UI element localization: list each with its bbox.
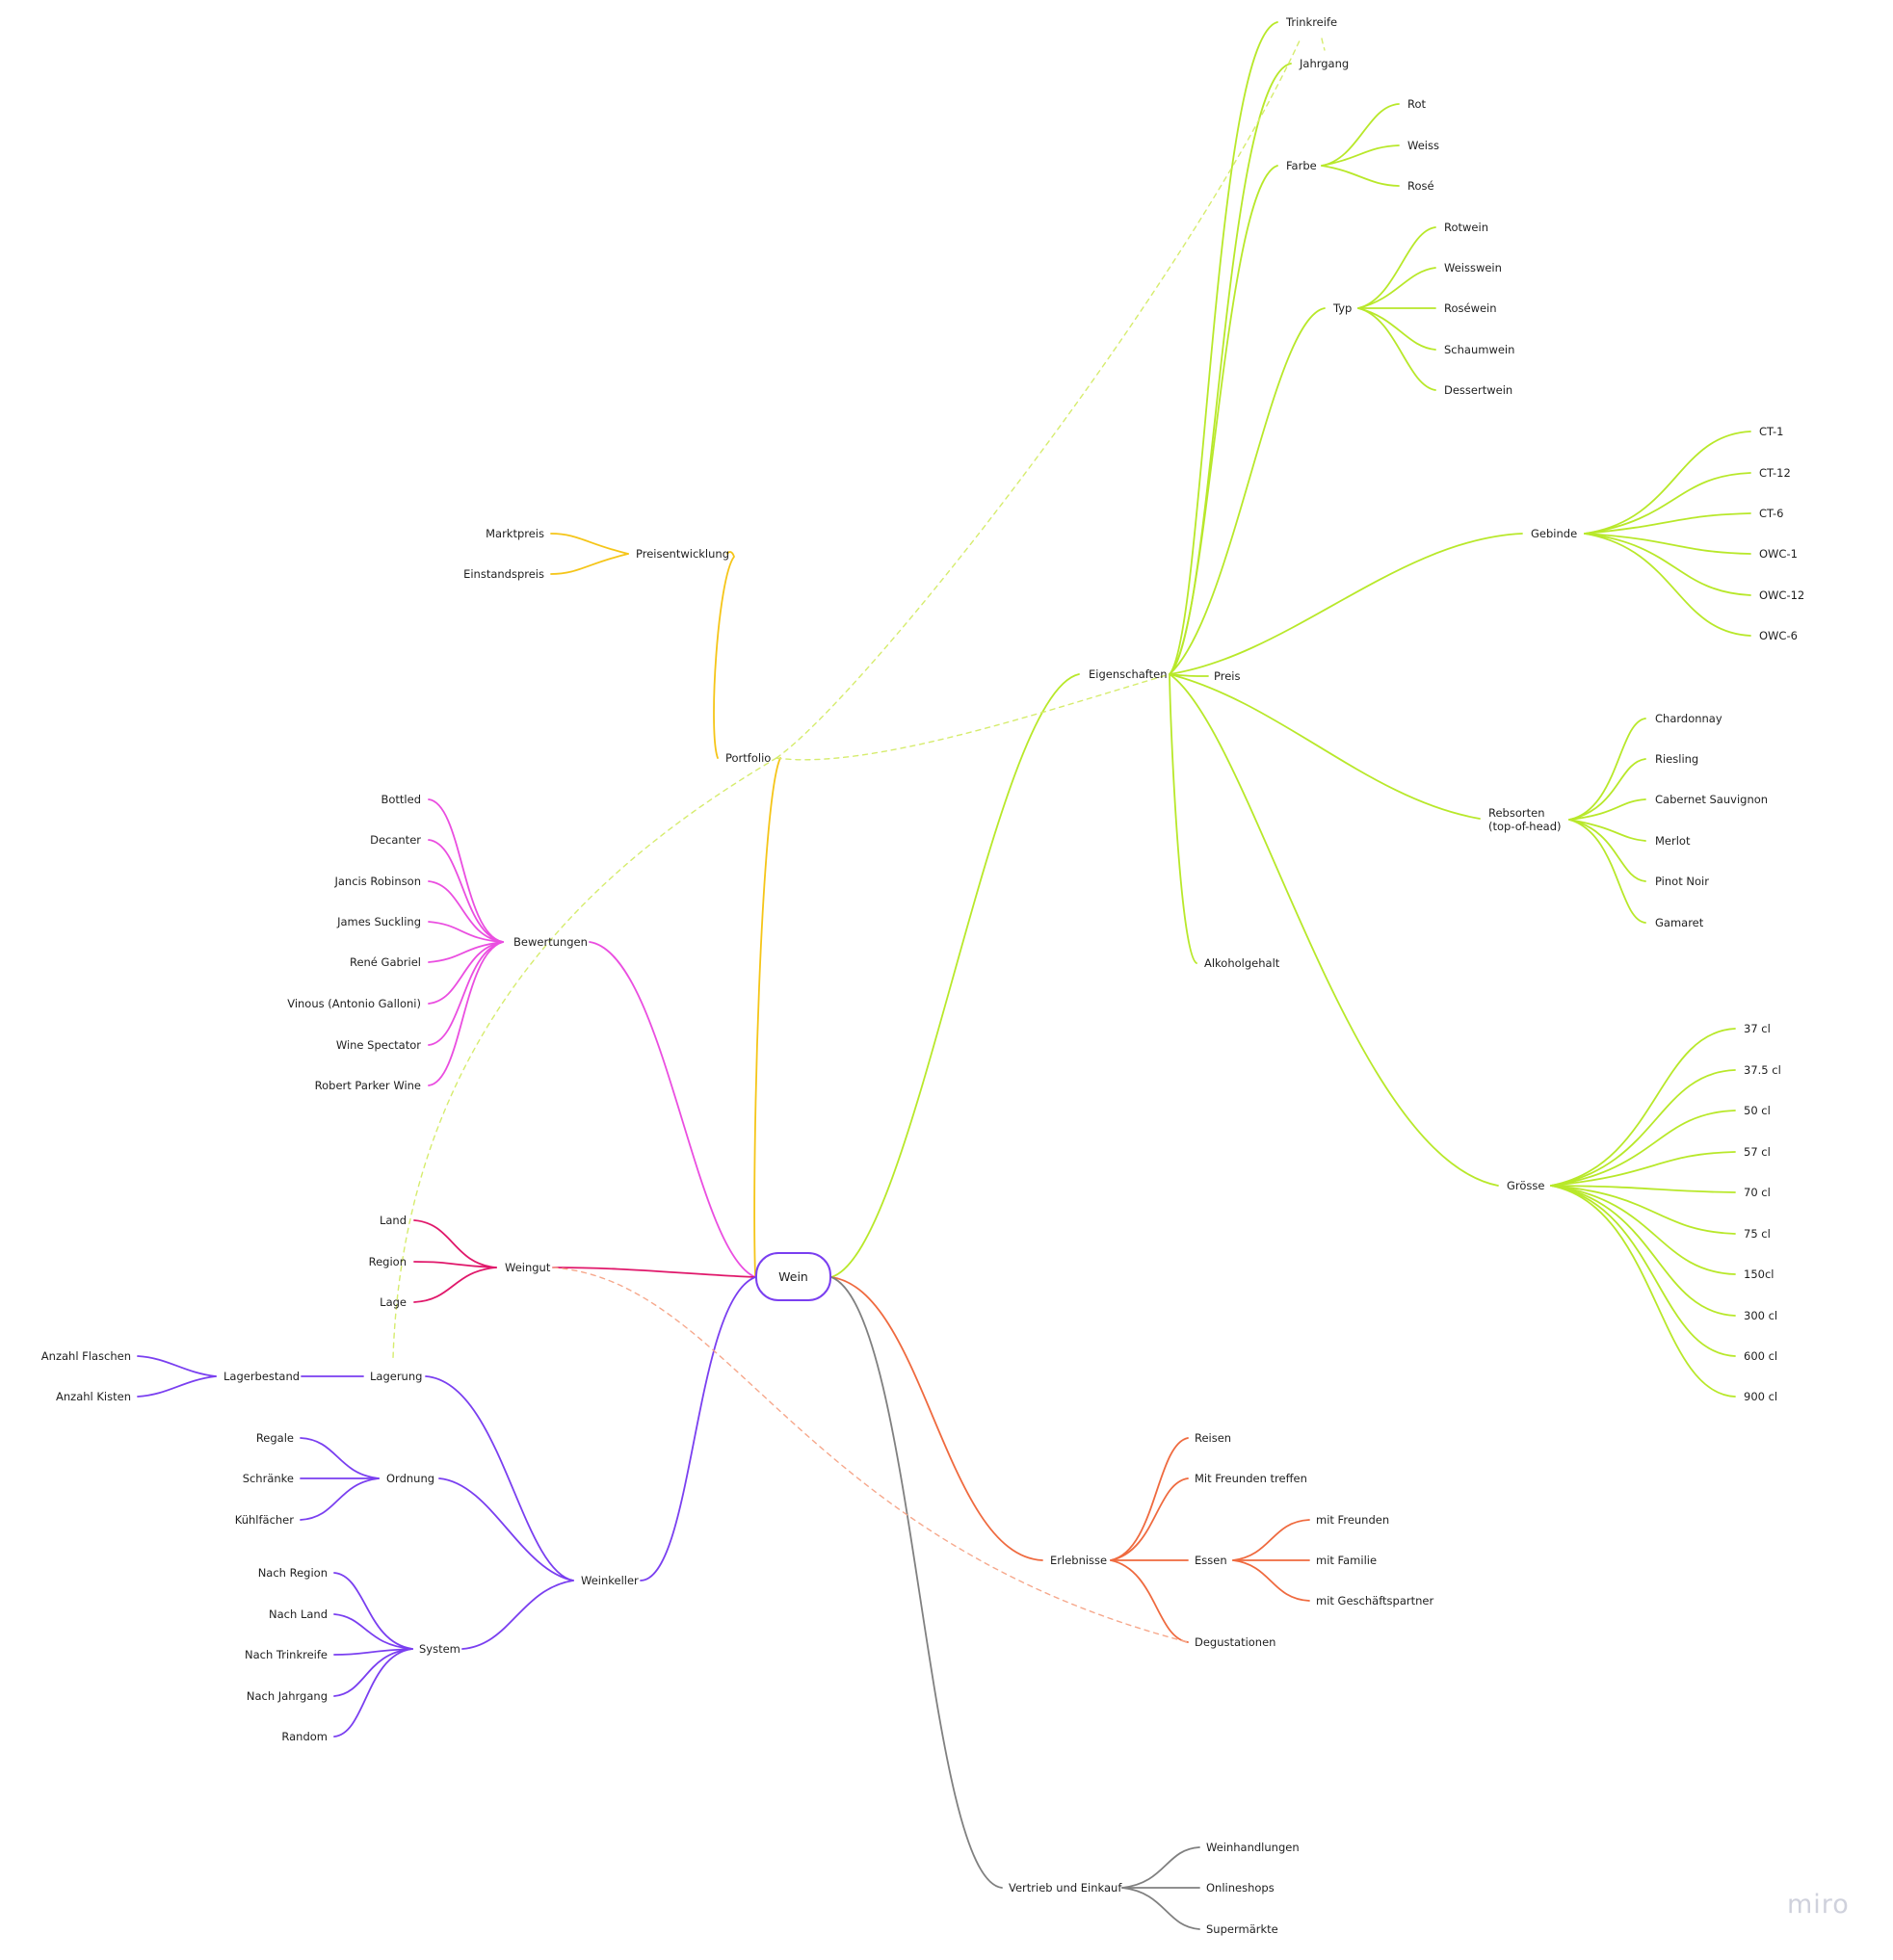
node-bewertungen-item[interactable]: Wine Spectator xyxy=(335,1038,421,1052)
node-bewertungen-item[interactable]: Jancis Robinson xyxy=(334,875,421,888)
node-bewertungen-item[interactable]: Decanter xyxy=(370,833,421,847)
node-vertrieb-item[interactable]: Onlineshops xyxy=(1206,1881,1275,1895)
node-system[interactable]: System xyxy=(419,1642,460,1656)
erlebnisse-connectors xyxy=(830,1276,1310,1643)
node-farbe-item[interactable]: Rot xyxy=(1407,97,1427,111)
node-gebinde-item[interactable]: CT-1 xyxy=(1759,425,1784,438)
portfolio-connectors xyxy=(550,533,781,1278)
node-rebsorten-item[interactable]: Riesling xyxy=(1655,752,1699,766)
node-groesse-item[interactable]: 600 cl xyxy=(1744,1349,1778,1363)
node-groesse[interactable]: Grösse xyxy=(1507,1179,1545,1192)
node-ordnung-item[interactable]: Schränke xyxy=(242,1472,294,1485)
node-groesse-item[interactable]: 50 cl xyxy=(1744,1104,1771,1117)
node-typ-item[interactable]: Rotwein xyxy=(1444,221,1488,234)
node-degustationen[interactable]: Degustationen xyxy=(1195,1635,1276,1649)
node-groesse-item[interactable]: 300 cl xyxy=(1744,1309,1778,1322)
node-rebsorten-item[interactable]: Gamaret xyxy=(1655,916,1704,929)
node-preis[interactable]: Preis xyxy=(1214,669,1241,683)
node-groesse-item[interactable]: 900 cl xyxy=(1744,1390,1778,1403)
node-eigenschaften[interactable]: Eigenschaften xyxy=(1089,667,1168,681)
node-system-item[interactable]: Nach Trinkreife xyxy=(245,1648,328,1661)
vertrieb-connectors xyxy=(830,1276,1200,1930)
bewertungen-connectors xyxy=(428,798,756,1278)
node-lagerbestand-item[interactable]: Anzahl Kisten xyxy=(56,1390,131,1403)
node-ordnung[interactable]: Ordnung xyxy=(386,1472,435,1485)
node-typ-item[interactable]: Roséwein xyxy=(1444,301,1497,315)
node-ordnung-item[interactable]: Kühlfächer xyxy=(234,1513,294,1527)
node-bewertungen-item[interactable]: René Gabriel xyxy=(349,955,421,969)
node-farbe-item[interactable]: Rosé xyxy=(1407,179,1434,193)
node-farbe-item[interactable]: Weiss xyxy=(1407,139,1439,152)
node-rebsorten-item[interactable]: Merlot xyxy=(1655,834,1691,848)
miro-logo: miro xyxy=(1787,1890,1850,1920)
node-gebinde-item[interactable]: OWC-1 xyxy=(1759,547,1798,561)
node-trinkreife[interactable]: Trinkreife xyxy=(1286,15,1338,29)
node-gebinde-item[interactable]: OWC-6 xyxy=(1759,629,1798,642)
node-typ[interactable]: Typ xyxy=(1333,301,1353,315)
node-lagerbestand-item[interactable]: Anzahl Flaschen xyxy=(40,1349,131,1363)
node-weingut[interactable]: Weingut xyxy=(505,1261,551,1274)
node-jahrgang[interactable]: Jahrgang xyxy=(1300,57,1350,70)
node-system-item[interactable]: Nach Region xyxy=(257,1566,328,1580)
node-weingut-item[interactable]: Land xyxy=(379,1214,407,1227)
node-vertrieb[interactable]: Vertrieb und Einkauf xyxy=(1009,1881,1122,1895)
node-system-item[interactable]: Nach Land xyxy=(269,1607,328,1621)
node-system-item[interactable]: Random xyxy=(281,1730,328,1743)
node-essen-item[interactable]: mit Geschäftspartner xyxy=(1316,1594,1434,1607)
node-rebsorten-item[interactable]: Chardonnay xyxy=(1655,712,1722,725)
node-groesse-item[interactable]: 57 cl xyxy=(1744,1145,1771,1159)
node-bewertungen-item[interactable]: Bottled xyxy=(381,793,421,806)
node-vertrieb-item[interactable]: Weinhandlungen xyxy=(1206,1841,1300,1854)
node-lagerbestand[interactable]: Lagerbestand xyxy=(223,1370,301,1383)
node-typ-item[interactable]: Schaumwein xyxy=(1444,343,1515,356)
node-bewertungen-item[interactable]: James Suckling xyxy=(337,915,421,928)
node-reisen[interactable]: Reisen xyxy=(1195,1431,1232,1445)
node-bewertungen-item[interactable]: Vinous (Antonio Galloni) xyxy=(287,997,421,1010)
node-typ-item[interactable]: Dessertwein xyxy=(1444,383,1513,397)
node-gebinde-item[interactable]: CT-6 xyxy=(1759,507,1784,520)
weinkeller-connectors xyxy=(137,1276,756,1738)
node-groesse-item[interactable]: 150cl xyxy=(1744,1267,1775,1281)
node-bewertungen-item[interactable]: Robert Parker Wine xyxy=(314,1079,421,1092)
node-vertrieb-item[interactable]: Supermärkte xyxy=(1206,1922,1278,1936)
node-bewertungen[interactable]: Bewertungen xyxy=(513,935,588,949)
node-freunde-treffen[interactable]: Mit Freunden treffen xyxy=(1195,1472,1307,1485)
node-typ-item[interactable]: Weisswein xyxy=(1444,261,1502,274)
root-node-wein[interactable]: Wein xyxy=(755,1252,831,1301)
node-gebinde[interactable]: Gebinde xyxy=(1531,527,1578,540)
node-essen-item[interactable]: mit Familie xyxy=(1316,1554,1378,1567)
node-groesse-item[interactable]: 37.5 cl xyxy=(1744,1063,1781,1077)
node-groesse-item[interactable]: 37 cl xyxy=(1744,1022,1771,1035)
node-lagerung[interactable]: Lagerung xyxy=(370,1370,423,1383)
node-essen-item[interactable]: mit Freunden xyxy=(1316,1513,1390,1527)
eigenschaften-connectors xyxy=(830,21,1751,1398)
node-preisentwicklung-item[interactable]: Einstandspreis xyxy=(463,567,544,581)
node-weinkeller[interactable]: Weinkeller xyxy=(581,1574,639,1587)
node-weingut-item[interactable]: Region xyxy=(368,1255,407,1268)
node-farbe[interactable]: Farbe xyxy=(1286,159,1317,172)
node-rebsorten[interactable]: Rebsorten (top-of-head) xyxy=(1488,806,1562,833)
dashed-links xyxy=(392,38,1326,1643)
node-groesse-item[interactable]: 70 cl xyxy=(1744,1186,1771,1199)
node-preisentwicklung-item[interactable]: Marktpreis xyxy=(486,527,544,540)
node-preisentwicklung[interactable]: Preisentwicklung xyxy=(636,547,729,561)
weingut-connectors xyxy=(413,1219,756,1303)
node-erlebnisse[interactable]: Erlebnisse xyxy=(1050,1554,1108,1567)
node-portfolio[interactable]: Portfolio xyxy=(725,751,772,765)
node-ordnung-item[interactable]: Regale xyxy=(255,1431,294,1445)
node-gebinde-item[interactable]: OWC-12 xyxy=(1759,588,1805,602)
node-system-item[interactable]: Nach Jahrgang xyxy=(246,1689,328,1703)
root-node-label: Wein xyxy=(778,1269,808,1284)
node-weingut-item[interactable]: Lage xyxy=(380,1295,407,1309)
node-groesse-item[interactable]: 75 cl xyxy=(1744,1227,1771,1241)
node-essen[interactable]: Essen xyxy=(1195,1554,1227,1567)
node-gebinde-item[interactable]: CT-12 xyxy=(1759,466,1791,480)
node-alkoholgehalt[interactable]: Alkoholgehalt xyxy=(1204,956,1280,970)
node-rebsorten-item[interactable]: Pinot Noir xyxy=(1655,875,1709,888)
node-rebsorten-item[interactable]: Cabernet Sauvignon xyxy=(1655,793,1769,806)
